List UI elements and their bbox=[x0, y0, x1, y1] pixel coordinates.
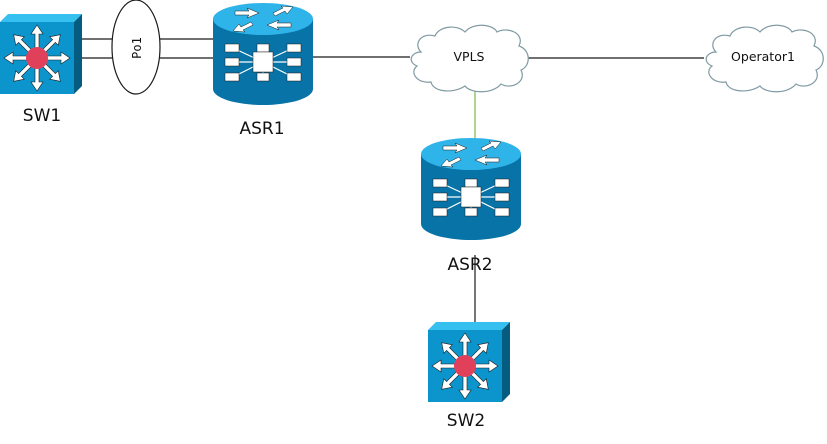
node-label: ASR2 bbox=[447, 255, 492, 275]
node-label: VPLS bbox=[454, 49, 485, 64]
node-label: Po1 bbox=[130, 37, 144, 59]
router-icon bbox=[420, 137, 522, 241]
node-asr1[interactable]: ASR1 bbox=[212, 2, 314, 139]
router-icon bbox=[212, 2, 314, 106]
node-label: SW1 bbox=[23, 106, 61, 126]
node-label: ASR1 bbox=[239, 119, 284, 139]
node-operator1[interactable]: Operator1 bbox=[705, 24, 824, 93]
node-label: SW2 bbox=[447, 411, 485, 431]
node-label: Operator1 bbox=[731, 49, 795, 64]
node-sw2[interactable]: SW2 bbox=[428, 322, 510, 431]
node-po1[interactable]: Po1 bbox=[111, 0, 161, 95]
layer3-switch-icon bbox=[0, 14, 82, 94]
layer3-switch-icon bbox=[428, 322, 510, 402]
links bbox=[82, 38, 704, 140]
port-channel-ellipse bbox=[111, 0, 161, 95]
node-sw1[interactable]: SW1 bbox=[0, 14, 82, 126]
node-vpls[interactable]: VPLS bbox=[410, 24, 529, 93]
node-asr2[interactable]: ASR2 bbox=[420, 137, 522, 275]
